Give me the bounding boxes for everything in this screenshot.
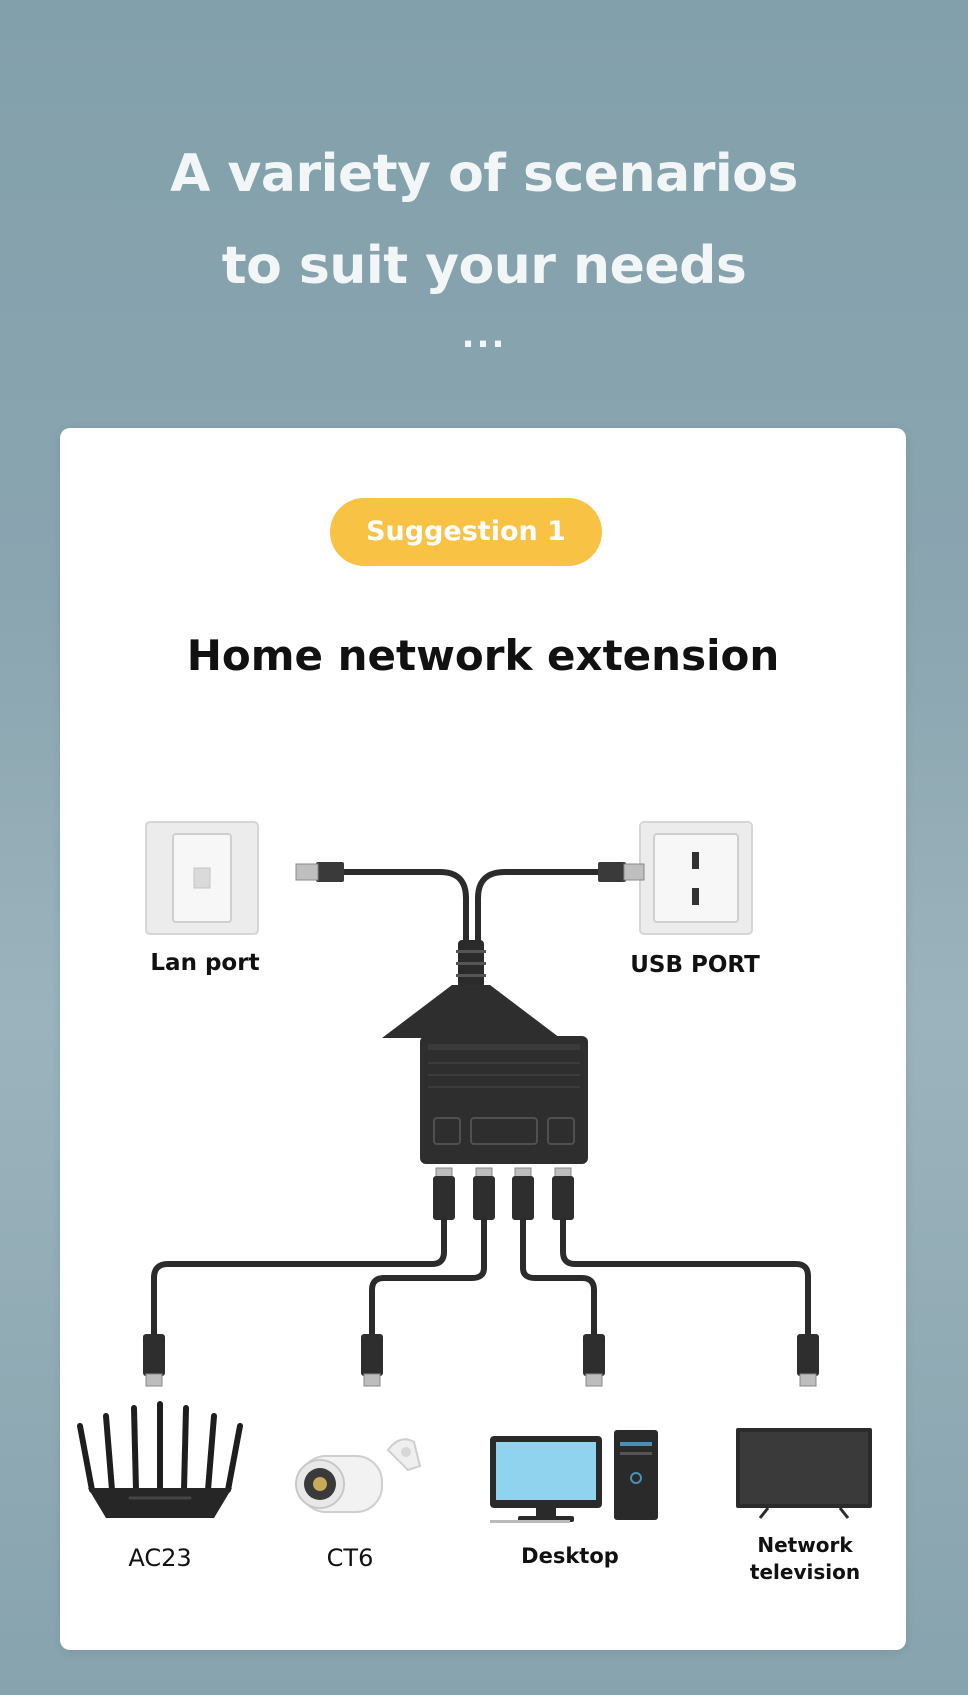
lan-port-label: Lan port	[150, 950, 260, 976]
splitter-output-plugs	[433, 1167, 574, 1220]
security-camera-icon	[295, 1438, 422, 1513]
camera-label: CT6	[326, 1544, 374, 1572]
lower-cables	[151, 1217, 811, 1339]
usb-cable-plug-icon	[598, 862, 645, 882]
suggestion-badge: Suggestion 1	[330, 498, 602, 566]
router-label: AC23	[128, 1544, 192, 1572]
tv-label: Network television	[730, 1532, 880, 1586]
upper-cables	[339, 869, 603, 955]
device-cable-plugs	[143, 1334, 819, 1387]
hero-title-line-1: A variety of scenarios	[170, 144, 798, 204]
ethernet-splitter-icon	[382, 985, 588, 1164]
hero-title: A variety of scenarios to suit your need…	[0, 128, 968, 312]
desktop-computer-icon	[490, 1430, 658, 1523]
tv-label-line-1: Network	[757, 1533, 853, 1557]
usb-wall-plate-icon	[639, 821, 753, 935]
hero-title-line-2: to suit your needs	[221, 236, 747, 296]
tv-label-line-2: television	[749, 1560, 861, 1584]
card-title: Home network extension	[186, 631, 780, 680]
usb-port-label: USB PORT	[630, 952, 760, 978]
cable-strain-relief	[456, 940, 486, 988]
lan-cable-plug-icon	[295, 862, 344, 882]
desktop-label: Desktop	[521, 1544, 619, 1568]
television-icon	[736, 1428, 872, 1519]
router-icon	[77, 1401, 243, 1518]
lan-wall-plate-icon	[145, 821, 259, 935]
